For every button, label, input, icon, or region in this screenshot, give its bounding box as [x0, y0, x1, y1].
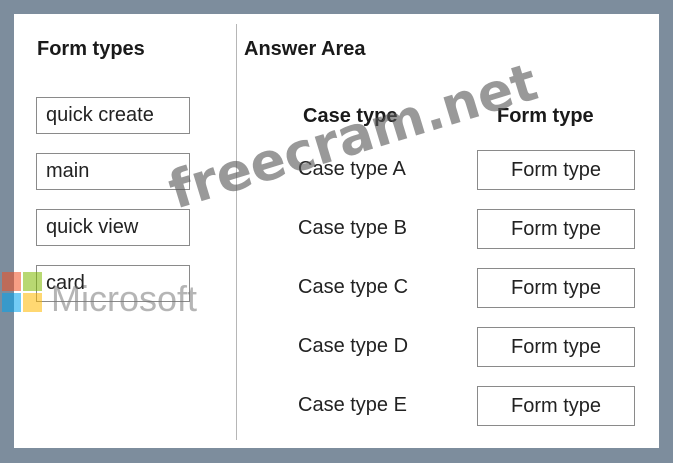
- case-type-a-drop-target[interactable]: Form type: [477, 150, 635, 190]
- case-type-c-label: Case type C: [298, 276, 409, 298]
- case-type-e-label: Case type E: [298, 394, 407, 416]
- case-type-e-drop-target[interactable]: Form type: [477, 386, 635, 426]
- answer-area-heading: Answer Area: [244, 38, 366, 60]
- panel-divider: [236, 24, 237, 440]
- form-types-heading: Form types: [37, 38, 145, 60]
- case-type-b-drop-target[interactable]: Form type: [477, 209, 635, 249]
- case-type-a-label: Case type A: [298, 158, 406, 180]
- case-type-column-header: Case type: [303, 105, 398, 127]
- form-type-column-header: Form type: [497, 105, 594, 127]
- case-type-b-label: Case type B: [298, 217, 407, 239]
- form-type-option-card[interactable]: card: [36, 265, 190, 302]
- case-type-c-drop-target[interactable]: Form type: [477, 268, 635, 308]
- freecram-watermark: freecram.net: [162, 52, 545, 222]
- case-type-d-drop-target[interactable]: Form type: [477, 327, 635, 367]
- form-type-option-main[interactable]: main: [36, 153, 190, 190]
- drag-drop-panel: Form types quick create main quick view …: [2, 14, 659, 448]
- form-type-option-quick-view[interactable]: quick view: [36, 209, 190, 246]
- logo-square-red: [2, 272, 21, 291]
- form-type-option-quick-create[interactable]: quick create: [36, 97, 190, 134]
- logo-square-blue: [2, 293, 21, 312]
- case-type-d-label: Case type D: [298, 335, 409, 357]
